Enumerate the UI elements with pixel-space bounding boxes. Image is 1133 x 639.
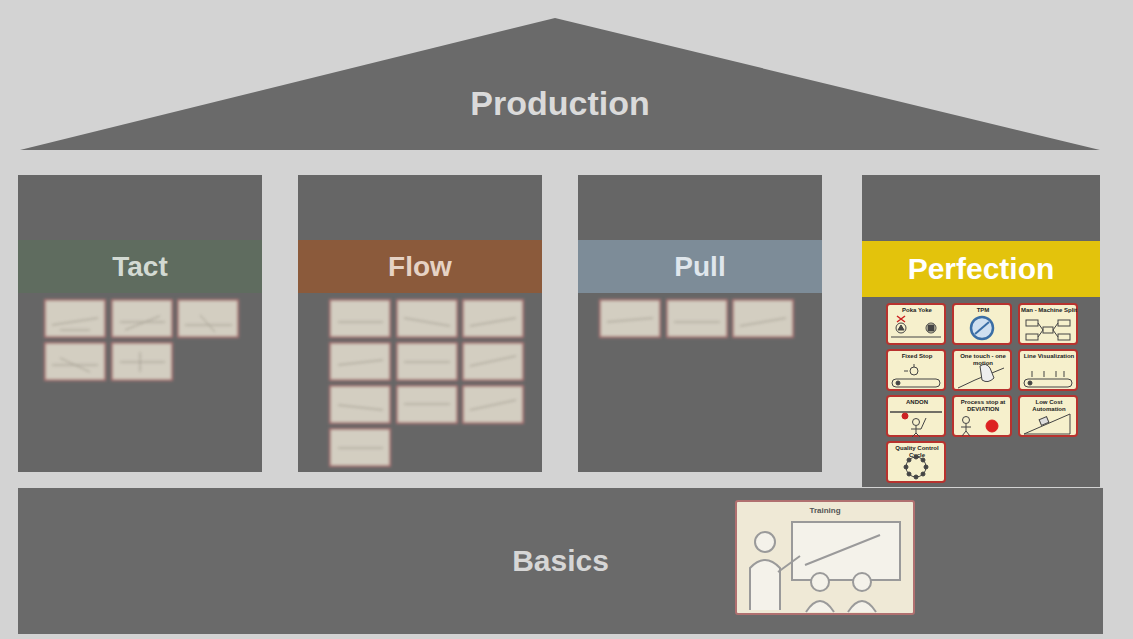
foundation: Basics Training	[18, 488, 1103, 634]
method-label: Line Visualization	[1021, 353, 1077, 360]
method-tile: Quality Control Cycle	[886, 441, 946, 483]
method-tile: Process stop at DEVIATION	[952, 395, 1012, 437]
method-tile: Man - Machine Split	[1018, 303, 1078, 345]
roof-title: Production	[20, 84, 1100, 123]
pillar: PerfectionPoka Yoke TPM Man - Machine Spli…	[862, 175, 1100, 487]
method-tile: Fixed Stop	[886, 349, 946, 391]
pillar-heading: Tact	[18, 240, 262, 293]
pillar: Tact	[18, 175, 262, 472]
training-tile: Training	[735, 500, 915, 615]
method-label: One touch - one motion	[955, 353, 1011, 366]
roof: Production	[20, 18, 1100, 150]
method-tile: Line Visualization	[1018, 349, 1078, 391]
method-label: Quality Control Cycle	[889, 445, 945, 458]
method-label: Low Cost Automation	[1021, 399, 1077, 412]
method-label: ANDON	[889, 399, 945, 406]
foundation-title: Basics	[18, 544, 1103, 578]
pillar: Pull	[578, 175, 822, 472]
method-label: Process stop at DEVIATION	[955, 399, 1011, 412]
pillar-heading: Pull	[578, 240, 822, 293]
method-label: TPM	[955, 307, 1011, 314]
training-label: Training	[737, 506, 913, 515]
method-label: Man - Machine Split	[1021, 307, 1077, 314]
method-label: Poka Yoke	[889, 307, 945, 314]
pillar-heading: Perfection	[862, 241, 1100, 297]
method-tile: One touch - one motion	[952, 349, 1012, 391]
pillar: Flow	[298, 175, 542, 472]
method-tile: Poka Yoke	[886, 303, 946, 345]
method-label: Fixed Stop	[889, 353, 945, 360]
method-tile: Low Cost Automation	[1018, 395, 1078, 437]
method-tile: ANDON	[886, 395, 946, 437]
method-tile: TPM	[952, 303, 1012, 345]
roof-triangle	[20, 18, 1100, 150]
pillar-heading: Flow	[298, 240, 542, 293]
